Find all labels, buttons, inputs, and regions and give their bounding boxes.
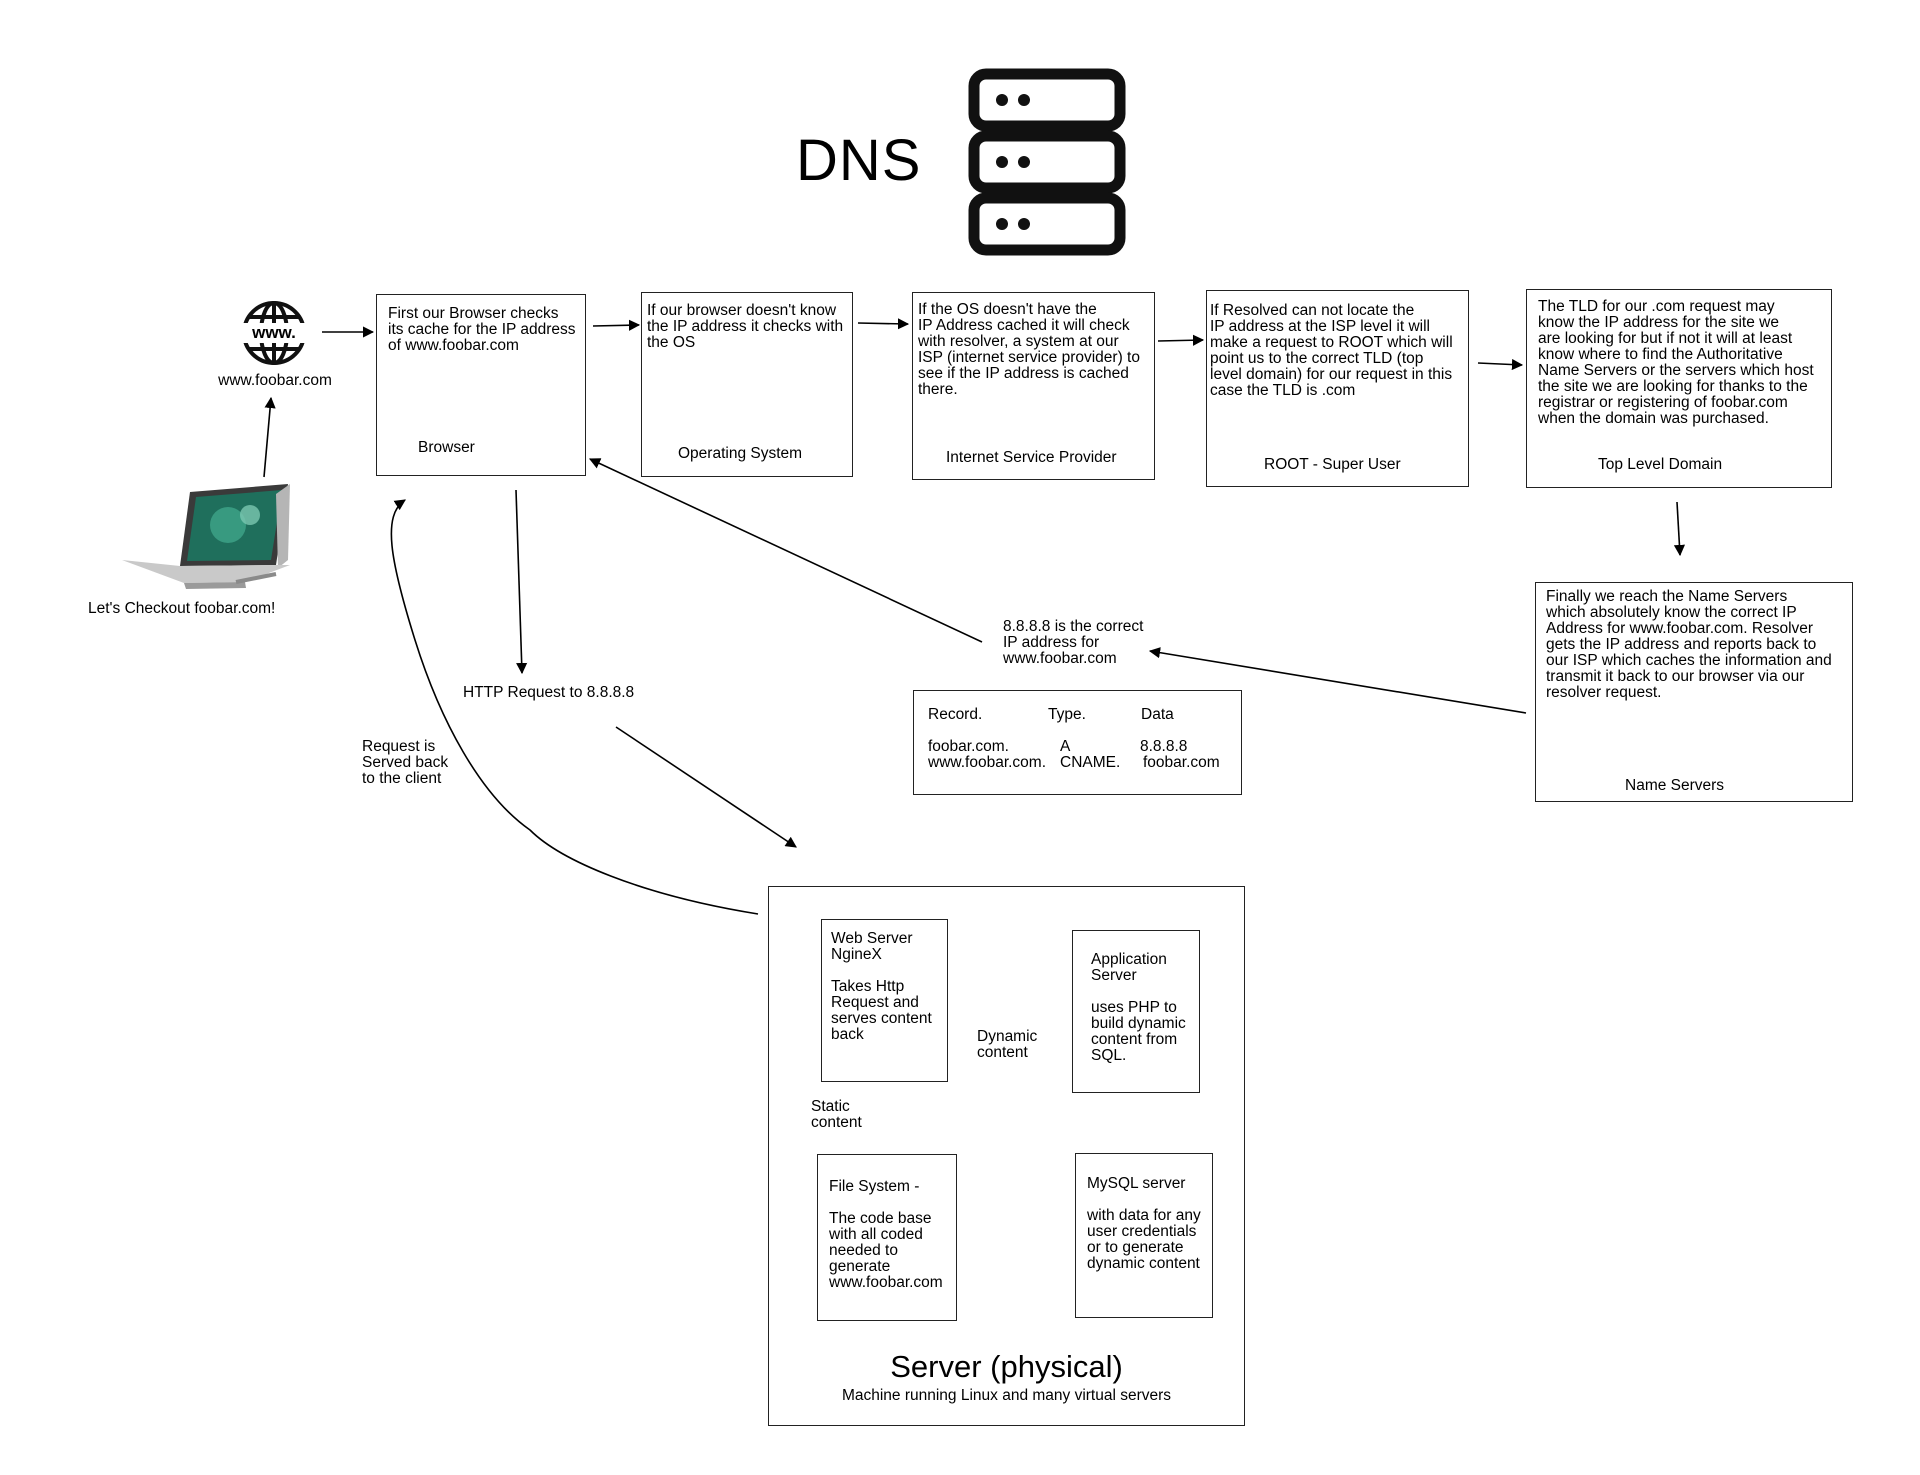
root-text: If Resolved can not locate the IP addres… <box>1210 302 1453 399</box>
app-server-box: Application Server uses PHP to build dyn… <box>1072 930 1200 1093</box>
web-server-text: Web Server NgineX Takes Http Request and… <box>831 930 932 1043</box>
static-content-label: Static content <box>811 1098 862 1131</box>
server-stack-icon <box>968 68 1126 256</box>
browser-label: Browser <box>418 439 475 456</box>
dns-records-box: Record. Type. Data foobar.com. A 8.8.8.8… <box>913 690 1242 795</box>
os-text: If our browser doesn't know the IP addre… <box>647 302 844 351</box>
name-servers-label: Name Servers <box>1625 777 1725 794</box>
root-box: If Resolved can not locate the IP addres… <box>1206 290 1469 487</box>
os-label: Operating System <box>678 445 803 462</box>
app-server-text: Application Server uses PHP to build dyn… <box>1091 951 1186 1064</box>
name-servers-box: Finally we reach the Name Servers which … <box>1535 582 1853 802</box>
records-row-0-data: 8.8.8.8 <box>1140 738 1188 755</box>
isp-text: If the OS doesn't have the IP Address ca… <box>918 301 1140 398</box>
laptop-icon <box>122 484 290 589</box>
name-servers-text: Finally we reach the Name Servers which … <box>1546 588 1832 701</box>
www-icon-text: www. <box>252 323 296 342</box>
isp-label: Internet Service Provider <box>946 449 1117 466</box>
arrow-served-back <box>390 499 759 915</box>
records-row-0-type: A <box>1060 738 1071 755</box>
arrow-http-to-server <box>615 726 797 848</box>
www-caption: www.foobar.com <box>218 372 332 389</box>
mysql-box: MySQL server with data for any user cred… <box>1075 1153 1213 1318</box>
arrow-tld-to-ns <box>1673 501 1686 557</box>
server-title: Server (physical) <box>890 1349 1123 1384</box>
records-row-0-record: foobar.com. <box>928 738 1009 755</box>
records-row-1-record: www.foobar.com. <box>928 754 1047 771</box>
arrow-browser-to-os <box>592 319 641 331</box>
arrow-ns-to-answer <box>1148 647 1527 714</box>
isp-box: If the OS doesn't have the IP Address ca… <box>912 292 1155 480</box>
arrow-os-to-isp <box>857 318 910 330</box>
records-header-record: Record. <box>928 706 983 723</box>
arrow-isp-to-root <box>1157 334 1205 346</box>
records-header-type: Type. <box>1048 706 1086 723</box>
arrow-browser-to-http <box>515 489 528 675</box>
server-subtitle: Machine running Linux and many virtual s… <box>841 1387 1172 1404</box>
tld-text: The TLD for our .com request may know th… <box>1538 298 1814 427</box>
laptop-caption: Let's Checkout foobar.com! <box>88 600 276 617</box>
file-system-box: File System - The code base with all cod… <box>817 1154 957 1321</box>
records-row-1-data: foobar.com <box>1143 754 1220 771</box>
records-row-1-type: CNAME. <box>1060 754 1121 771</box>
answer-text: 8.8.8.8 is the correct IP address for ww… <box>1003 618 1144 667</box>
arrow-answer-to-browser <box>588 458 983 643</box>
served-back-label: Request is Served back to the client <box>362 738 449 787</box>
server-stack-leds <box>996 94 1030 230</box>
tld-label: Top Level Domain <box>1598 456 1723 473</box>
arrow-laptop-to-www <box>263 396 276 478</box>
mysql-text: MySQL server with data for any user cred… <box>1087 1175 1201 1272</box>
records-header-data: Data <box>1141 706 1174 723</box>
os-box: If our browser doesn't know the IP addre… <box>641 292 853 477</box>
browser-box: First our Browser checks its cache for t… <box>376 294 586 476</box>
tld-box: The TLD for our .com request may know th… <box>1526 289 1832 488</box>
browser-text: First our Browser checks its cache for t… <box>388 305 576 354</box>
root-label: ROOT - Super User <box>1264 456 1401 473</box>
arrow-root-to-tld <box>1477 358 1524 371</box>
file-system-text: File System - The code base with all cod… <box>829 1178 943 1291</box>
globe-text-band <box>240 323 308 343</box>
page-title: DNS <box>796 128 922 193</box>
dynamic-content-label: Dynamic content <box>977 1028 1038 1061</box>
http-request-label: HTTP Request to 8.8.8.8 <box>463 684 635 701</box>
web-server-box: Web Server NgineX Takes Http Request and… <box>821 919 948 1082</box>
top-flow-arrows <box>263 318 1686 915</box>
